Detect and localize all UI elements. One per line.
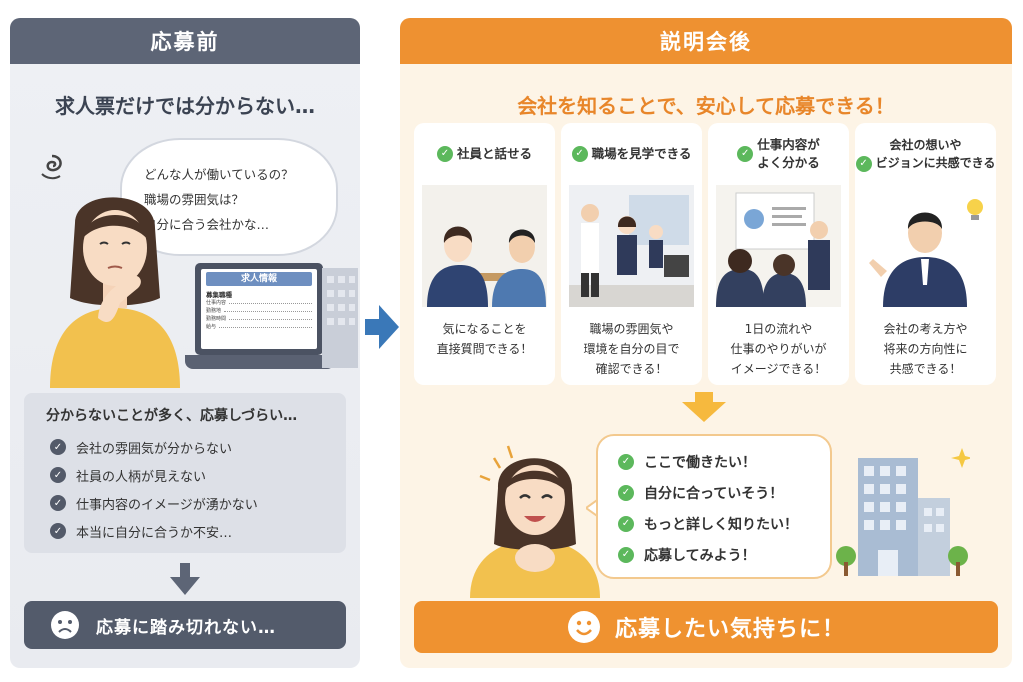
speech-item: ✓ ここで働きたい！ (618, 446, 810, 477)
before-panel: 応募前 求人票だけでは分からない… どんな人が働いているの？ 職場の雰囲気は？ … (10, 18, 360, 668)
concern-item: ✓ 会社の雰囲気が分からない (50, 433, 330, 461)
check-icon: ✓ (618, 484, 634, 501)
employee-conversation-illustration (422, 185, 547, 307)
concern-item-label: 社員の人柄が見えない (76, 469, 207, 485)
after-subtitle: 会社を知ることで、安心して応募できる！ (517, 94, 895, 118)
card-desc-line: 気になることを (442, 322, 527, 336)
card-desc-line: 環境を自分の目で (583, 342, 680, 356)
job-sheet-title: 求人情報 (206, 272, 312, 286)
sad-face-icon (51, 611, 79, 639)
card-desc-line: 1日の流れや (744, 322, 813, 336)
presentation-illustration (716, 185, 841, 307)
concern-item-label: 仕事内容のイメージが湧かない (76, 497, 258, 513)
happy-woman-illustration (470, 445, 600, 598)
job-sheet-row: 給与 (206, 324, 217, 330)
check-icon: ✓ (50, 523, 66, 539)
thought-bubble: どんな人が働いているの？ 職場の雰囲気は？ 自分に合う会社かな… (120, 138, 338, 256)
speech-item: ✓ もっと詳しく知りたい！ (618, 508, 810, 539)
check-icon: ✓ (618, 453, 634, 470)
benefit-card-work: ✓ 仕事内容が よく分かる 1日の流れや 仕事のやりがいが イメージできる！ (708, 123, 849, 385)
check-icon: ✓ (618, 515, 634, 532)
speech-item: ✓ 自分に合っていそう！ (618, 477, 810, 508)
down-arrow-icon (682, 392, 726, 422)
card-title: 会社の想いや (889, 138, 962, 152)
check-icon: ✓ (50, 439, 66, 455)
check-icon: ✓ (50, 495, 66, 511)
concern-item: ✓ 仕事内容のイメージが湧かない (50, 489, 330, 517)
check-icon: ✓ (50, 467, 66, 483)
check-icon: ✓ (618, 546, 634, 563)
speech-item-label: 応募してみよう！ (644, 547, 756, 564)
job-sheet-row: 仕事内容 (206, 300, 227, 306)
check-icon: ✓ (571, 146, 588, 162)
after-panel: 説明会後 会社を知ることで、安心して応募できる！ ✓ 社員と話せる 気になること… (400, 18, 1012, 668)
office-tour-illustration (569, 185, 694, 307)
speech-item: ✓ 応募してみよう！ (618, 539, 810, 570)
confused-swirl-icon (41, 154, 62, 180)
before-subtitle: 求人票だけでは分からない… (55, 94, 315, 118)
speech-item-label: ここで働きたい！ (644, 454, 756, 471)
concern-item-label: 本当に自分に合うか不安… (76, 525, 233, 541)
after-result-text: 応募したい気持ちに！ (614, 617, 845, 642)
benefit-card-talk: ✓ 社員と話せる 気になることを 直接質問できる！ (414, 123, 555, 385)
benefit-card-tour: ✓ 職場を見学できる 職場の雰囲気や 環境を自分の目で 確認できる！ (561, 123, 702, 385)
concern-item-label: 会社の雰囲気が分からない (76, 441, 233, 457)
smile-face-icon (567, 611, 600, 643)
thought-line: 自分に合う会社かな… (144, 217, 270, 232)
before-result-banner: 応募に踏み切れない… (24, 601, 346, 649)
speech-item-label: 自分に合っていそう！ (644, 485, 784, 502)
card-desc-line: イメージできる！ (730, 362, 827, 376)
before-result-text: 応募に踏み切れない… (96, 617, 276, 638)
card-title: 社員と話せる (456, 146, 532, 161)
benefit-card-vision: 会社の想いや ✓ビジョンに共感できる 会社の考え方や 将来の方向性に 共感できる… (855, 123, 996, 385)
job-sheet-row: 勤務時間 (206, 316, 227, 322)
concern-item: ✓ 社員の人柄が見えない (50, 461, 330, 489)
card-desc-line: 確認できる！ (595, 362, 668, 376)
speech-bubble: ✓ ここで働きたい！ ✓ 自分に合っていそう！ ✓ もっと詳しく知りたい！ ✓ 応募して… (596, 434, 832, 579)
check-icon: ✓ (737, 146, 754, 162)
concern-item: ✓ 本当に自分に合うか不安… (50, 517, 330, 545)
after-result-banner: 応募したい気持ちに！ (414, 601, 998, 653)
after-header: 説明会後 (400, 18, 1012, 64)
card-desc-line: 仕事のやりがいが (730, 342, 827, 356)
card-desc-line: 会社の考え方や (883, 322, 968, 336)
down-arrow-icon (170, 563, 200, 595)
thought-line: 職場の雰囲気は？ (144, 192, 245, 207)
right-arrow-icon (365, 305, 399, 349)
speech-item-label: もっと詳しく知りたい！ (644, 516, 798, 533)
card-title: よく分かる (757, 155, 820, 170)
check-icon: ✓ (436, 146, 453, 162)
job-sheet-row: 勤務地 (206, 308, 222, 314)
card-desc-line: 共感できる！ (889, 362, 962, 376)
faded-building-icon (322, 268, 358, 368)
before-header: 応募前 (10, 18, 360, 64)
thought-line: どんな人が働いているの？ (144, 167, 294, 182)
concern-list-title: 分からないことが多く、応募しづらい… (46, 408, 298, 424)
card-desc-line: 職場の雰囲気や (589, 322, 674, 336)
check-icon: ✓ (855, 155, 872, 172)
card-title: 職場を見学できる (591, 146, 692, 161)
laptop-job-sheet: 求人情報 募集職種 仕事内容 勤務地 勤務時間 給与 (185, 263, 335, 383)
card-desc-line: 直接質問できる！ (436, 342, 533, 356)
ceo-vision-illustration (863, 185, 988, 307)
card-desc-line: 将来の方向性に (883, 342, 968, 356)
office-building-icon (836, 448, 970, 576)
concern-list: 分からないことが多く、応募しづらい… ✓ 会社の雰囲気が分からない ✓ 社員の人柄が… (24, 393, 346, 553)
thinking-woman-illustration (50, 197, 180, 388)
job-sheet-section: 募集職種 (206, 291, 232, 299)
card-title: 仕事内容が (757, 137, 820, 152)
card-title: ビジョンに共感できる (875, 156, 996, 170)
